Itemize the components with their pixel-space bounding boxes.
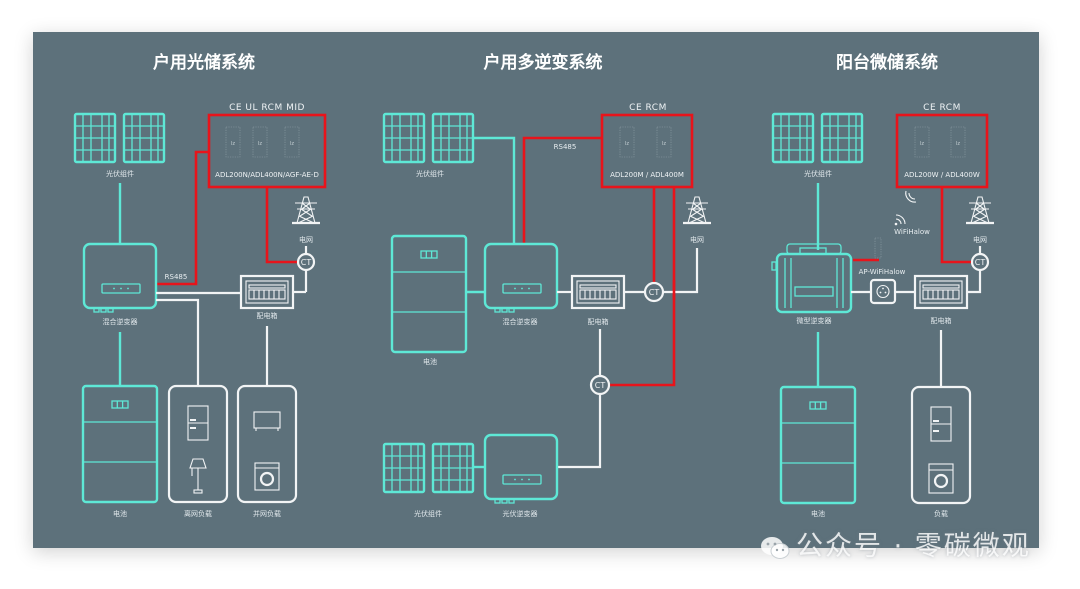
wifi-halow-icon [894,214,906,226]
section-balcony-micro-storage: 阳台微储系统 CE RCM 光伏组件 ADL200W / ADL400W WiF… [771,52,996,518]
grid-pylon-icon [290,195,322,225]
offgrid-load-label: 离网负载 [184,509,212,518]
load-box [910,385,972,505]
ct-label: CT [595,381,606,390]
rs485-label: RS485 [165,273,188,281]
distbox-label: 配电箱 [257,311,278,320]
grid-label: 电网 [299,235,313,244]
fridge-icon [187,405,209,441]
hybrid-inverter-icon [483,242,559,314]
grid-label: 电网 [690,235,704,244]
battery-icon [390,234,468,354]
rs485-label: RS485 [554,143,577,151]
ct-sensor [643,281,665,303]
pv-label: 光伏组件 [106,169,134,178]
meter-model: ADL200W / ADL400W [904,171,980,179]
micro-inverter-label: 微型逆变器 [797,316,832,325]
meter-certifications: CE RCM [923,103,961,113]
battery-icon [779,385,857,505]
ongrid-load-box [236,384,298,504]
battery-icon [81,384,159,504]
distribution-box-icon [913,274,969,310]
wechat-icon [761,536,790,559]
section-title: 户用光储系统 [153,52,255,73]
ct-label: CT [301,258,312,267]
pv-panel-icon [820,112,864,164]
pv-panel-icon [73,112,117,164]
pv-inverter-label: 光伏逆变器 [503,509,538,518]
battery-label: 电池 [811,509,825,518]
battery-label: 电池 [113,509,127,518]
meter-certifications: CE UL RCM MID [229,103,305,113]
pv-panel-icon [382,112,426,164]
load-label: 负载 [934,509,948,518]
distribution-box-icon [570,274,626,310]
wifi-label: WiFiHalow [894,228,930,236]
hybrid-inverter-icon [82,242,158,314]
pv-label: 光伏组件 [414,509,442,518]
rs485-link [156,150,209,286]
pv-inverter-icon [483,433,559,505]
pv-panel-icon [771,112,815,164]
power-socket-icon [869,278,897,305]
lamp-icon [189,458,207,494]
washing-machine-icon [254,462,280,491]
ct-label: CT [649,288,660,297]
hybrid-inverter-label: 混合逆变器 [503,317,538,326]
offgrid-load-box [167,384,229,504]
ap-dongle [874,237,882,259]
section-title: 阳台微储系统 [836,52,938,73]
wifi-signal-icon [905,190,917,203]
grid-pylon-icon [681,195,713,225]
section-residential-pv-storage: 户用光储系统 CE UL RCM MID 光伏组件 ADL200N/ADL400… [73,52,327,518]
grid-label: 电网 [973,235,987,244]
pv-panel-icon [431,112,475,164]
ap-wifi-label: AP-WiFiHalow [859,268,906,276]
distbox-label: 配电箱 [931,316,952,325]
section-residential-multi-inverter: 户用多逆变系统 CE RCM 光伏组件 ADL200M / ADL400M RS… [382,52,713,518]
ongrid-load-label: 并网负载 [253,509,281,518]
tv-cabinet-icon [253,411,281,431]
inverter-label: 混合逆变器 [103,317,138,326]
battery-label: 电池 [423,357,437,366]
section-title: 户用多逆变系统 [484,52,603,73]
ct-label: CT [975,258,986,267]
pv-label: 光伏组件 [416,169,444,178]
meter-model: ADL200N/ADL400N/AGF-AE-D [215,171,319,179]
meter-model: ADL200M / ADL400M [610,171,684,179]
pv-panel-icon [382,442,426,494]
distribution-box-icon [239,274,295,310]
fridge-icon [930,406,952,442]
watermark-text: 公众号 · 零碳微观 [796,531,1031,562]
meter-certifications: CE RCM [629,103,667,113]
rs485-link [522,136,602,244]
energy-meter [600,113,694,189]
pv-label: 光伏组件 [804,169,832,178]
pv-panel-icon [431,442,475,494]
grid-pylon-icon [964,195,996,225]
watermark: 公众号 · 零碳微观 [760,524,1031,563]
washing-machine-icon [928,463,954,494]
micro-inverter-icon [771,243,853,314]
distbox-label: 配电箱 [588,317,609,326]
pv-panel-icon [122,112,166,164]
